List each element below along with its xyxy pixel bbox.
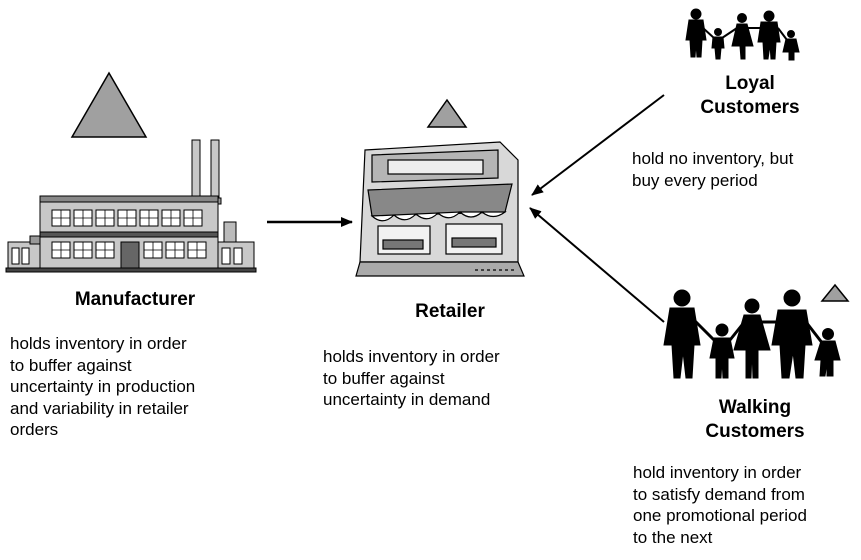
loyal-customers-family-icon xyxy=(685,8,800,61)
manufacturer-description: holds inventory in order to buffer again… xyxy=(10,334,196,439)
walking-to-retailer-arrow xyxy=(529,207,665,323)
walking-inventory-triangle-icon xyxy=(820,283,850,302)
retailer-title: Retailer xyxy=(415,301,485,322)
retailer-description: holds inventory in order to buffer again… xyxy=(323,347,500,409)
manufacturer-inventory-triangle-icon xyxy=(70,71,148,138)
storefront-icon xyxy=(355,141,525,277)
loyal-to-retailer-arrow xyxy=(531,94,665,196)
walking-customers-title-line1: Walking xyxy=(718,397,792,418)
loyal-customers-title-line2: Customers xyxy=(700,97,800,118)
walking-customers-family-icon xyxy=(663,289,841,379)
manufacturer-title: Manufacturer xyxy=(74,289,196,310)
loyal-customers-title: Loyal Customers xyxy=(650,72,850,120)
walking-customers-title: Walking Customers xyxy=(655,396,855,444)
factory-icon xyxy=(5,139,257,273)
retailer-inventory-triangle-icon xyxy=(426,98,468,128)
walking-customers-description: hold inventory in order to satisfy deman… xyxy=(633,463,807,547)
loyal-customers-description: hold no inventory, but buy every period xyxy=(632,149,794,190)
loyal-customers-title-line1: Loyal xyxy=(725,73,775,94)
walking-customers-title-line2: Customers xyxy=(705,421,805,442)
